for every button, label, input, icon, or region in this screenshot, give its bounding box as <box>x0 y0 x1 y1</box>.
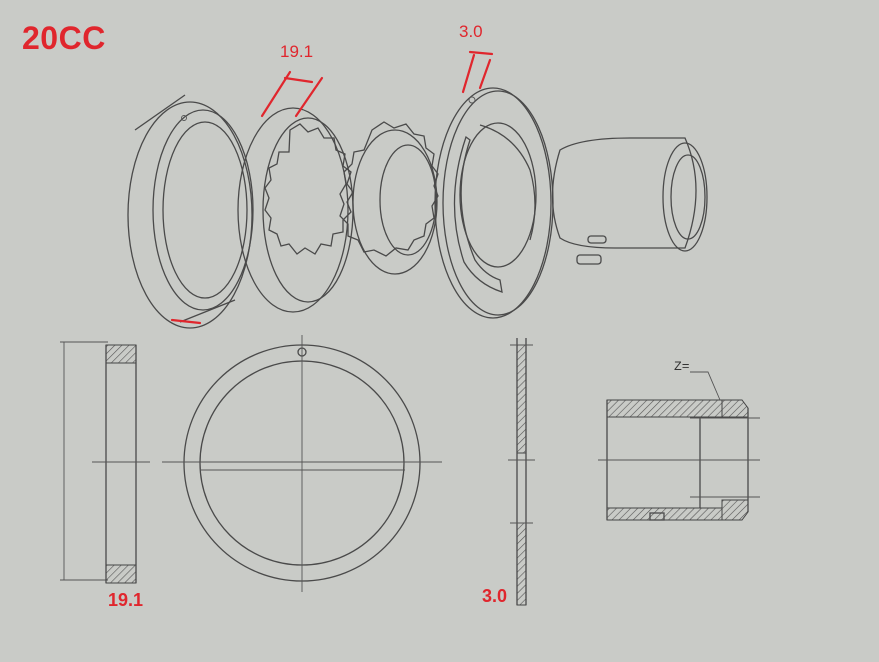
inner-gear-iso <box>339 121 439 275</box>
plate-side-view <box>508 338 535 606</box>
ring-front-view <box>162 335 442 592</box>
ring-side-section <box>60 341 150 584</box>
shaft-sleeve-iso <box>551 137 708 265</box>
ring-thickness-label-top: 19.1 <box>280 42 314 61</box>
plate-thickness-label-top: 3.0 <box>459 22 483 41</box>
shaft-spline-label: Z= <box>674 359 690 374</box>
gear-ring-iso <box>237 107 354 313</box>
model-title: 20CC <box>22 20 106 56</box>
outer-ring-iso <box>127 94 254 329</box>
ring-thickness-label-bottom: 19.1 <box>108 590 144 610</box>
shaft-sleeve-section <box>598 371 760 521</box>
plate-thickness-label-bottom: 3.0 <box>482 586 508 606</box>
dimension-marks-red <box>170 50 494 325</box>
port-plate-iso <box>434 87 554 319</box>
